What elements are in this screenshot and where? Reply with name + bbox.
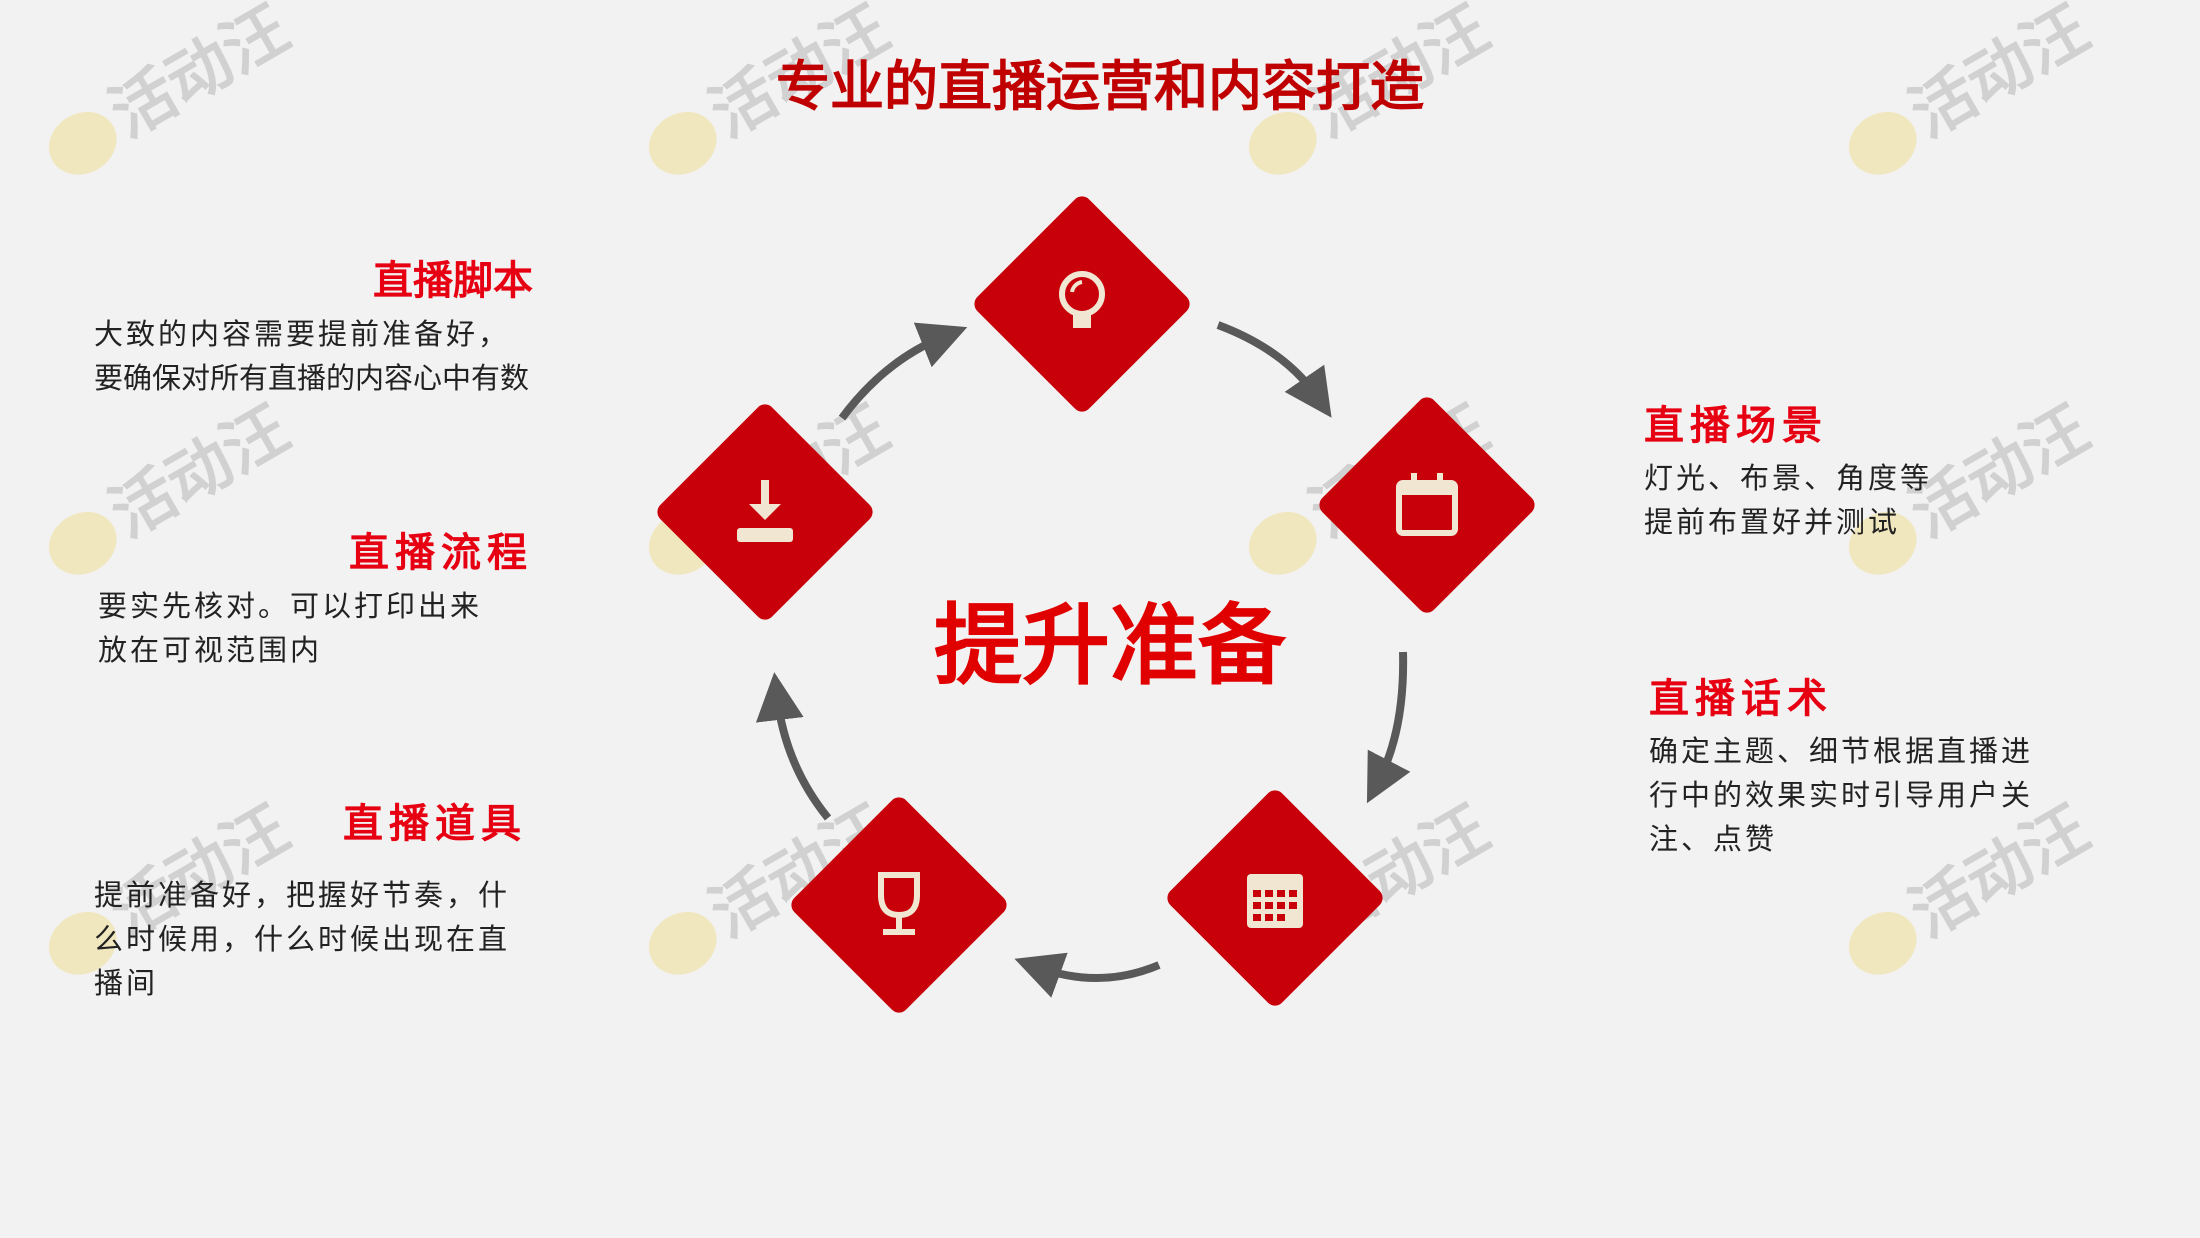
body-line: 播间 xyxy=(94,966,159,1000)
item-body-scene: 灯光、布景、角度等提前布置好并测试 xyxy=(1644,456,1932,544)
arrow-4 xyxy=(1014,952,1161,998)
body-line: 大致的内容需要提前准备好， xyxy=(94,317,511,351)
arrow-5 xyxy=(755,672,832,821)
body-line: 提前准备好，把握好节奏，什 xyxy=(94,878,511,912)
body-line: 要实先核对。可以打印出来 xyxy=(98,589,483,623)
body-line: 灯光、布景、角度等 xyxy=(1644,461,1933,495)
trophy-icon xyxy=(878,872,920,935)
arrow-2 xyxy=(1216,321,1332,418)
download-icon xyxy=(737,480,793,542)
body-line: 注、点赞 xyxy=(1649,822,1778,856)
item-body-talk: 确定主题、细节根据直播进行中的效果实时引导用户关注、点赞 xyxy=(1649,729,2033,861)
item-body-script: 大致的内容需要提前准备好， 要确保对所有直播的内容心中有数 xyxy=(94,312,529,400)
body-line: 确定主题、细节根据直播进 xyxy=(1649,734,2034,768)
calendar-grid-icon xyxy=(1247,874,1303,928)
body-line: 提前布置好并测试 xyxy=(1644,505,1901,539)
arrow-1 xyxy=(838,322,968,421)
body-line: 要确保对所有直播的内容心中有数 xyxy=(94,361,530,395)
item-title-scene: 直播场景 xyxy=(1644,403,1828,449)
item-title-script: 直播脚本 xyxy=(373,258,533,304)
body-line: 放在可视范围内 xyxy=(98,633,323,667)
body-line: 么时候用，什么时候出现在直 xyxy=(94,922,511,956)
calendar-icon xyxy=(1396,473,1458,536)
lightbulb-icon xyxy=(1059,271,1105,328)
item-body-props: 提前准备好，把握好节奏，什么时候用，什么时候出现在直播间 xyxy=(94,873,510,1005)
center-label: 提升准备 xyxy=(933,594,1286,697)
page-title: 专业的直播运营和内容打造 xyxy=(776,55,1424,118)
body-line: 行中的效果实时引导用户关 xyxy=(1649,778,2034,812)
item-title-props: 直播道具 xyxy=(343,801,527,847)
item-title-flow: 直播流程 xyxy=(349,530,533,576)
item-title-talk: 直播话术 xyxy=(1649,676,1833,722)
item-body-flow: 要实先核对。可以打印出来放在可视范围内 xyxy=(98,584,482,672)
arrow-3 xyxy=(1366,651,1411,804)
